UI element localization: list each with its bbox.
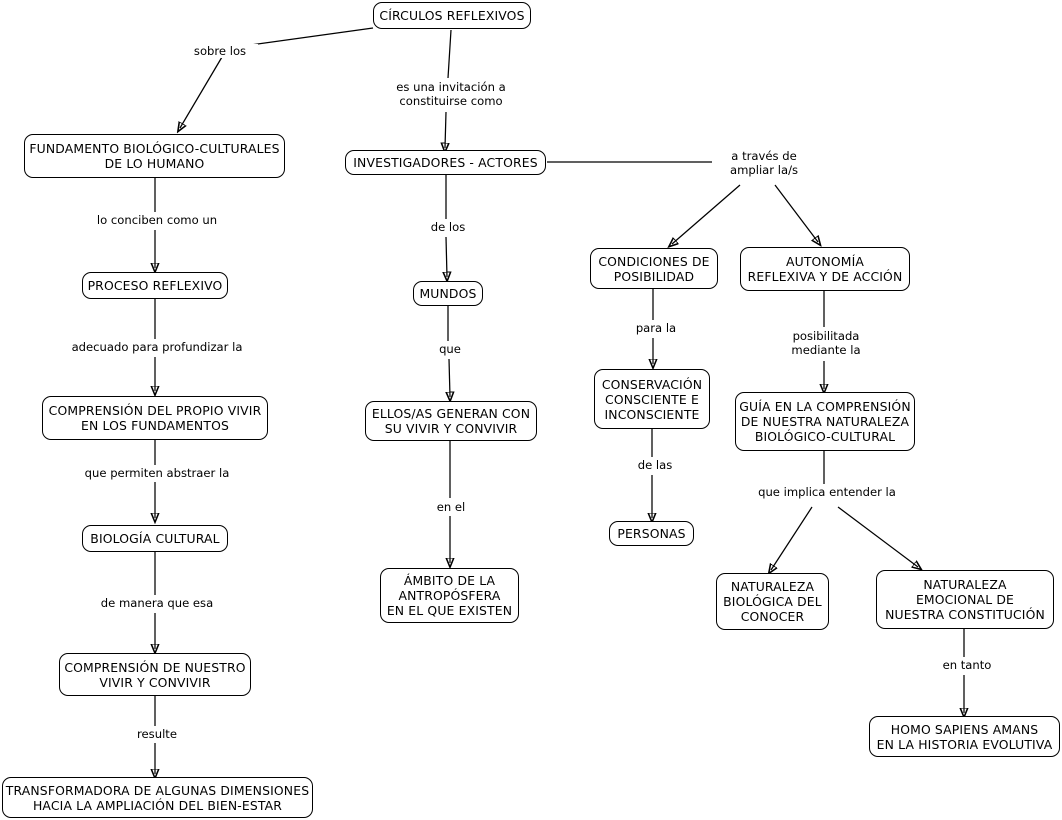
node-investigadores-actores[interactable]: INVESTIGADORES - ACTORES — [345, 150, 546, 175]
node-personas[interactable]: PERSONAS — [609, 521, 694, 546]
node-comprension-de-nuestro-vivir[interactable]: COMPRENSIÓN DE NUESTRO VIVIR Y CONVIVIR — [59, 653, 251, 696]
link-label-es-una-invitacion: es una invitación a constituirse como — [375, 80, 527, 108]
node-condiciones-de-posibilidad[interactable]: CONDICIONES DE POSIBILIDAD — [590, 248, 718, 289]
node-mundos[interactable]: MUNDOS — [413, 281, 483, 306]
link-label-que-permiten-abstraer: que permiten abstraer la — [73, 466, 241, 480]
link-label-de-manera-que-esa: de manera que esa — [90, 596, 224, 610]
link-label-que: que — [425, 342, 475, 356]
node-conservacion-consciente-inconsciente[interactable]: CONSERVACIÓN CONSCIENTE E INCONSCIENTE — [594, 369, 710, 429]
node-guia-en-la-comprension[interactable]: GUÍA EN LA COMPRENSIÓN DE NUESTRA NATURA… — [735, 392, 915, 451]
link-label-de-los: de los — [416, 220, 480, 234]
link-label-para-la: para la — [626, 321, 686, 335]
node-naturaleza-biologica-del-conocer[interactable]: NATURALEZA BIOLÓGICA DEL CONOCER — [716, 573, 829, 630]
node-homo-sapiens-amans[interactable]: HOMO SAPIENS AMANS EN LA HISTORIA EVOLUT… — [869, 716, 1060, 757]
link-label-lo-conciben-como-un: lo conciben como un — [78, 213, 236, 227]
link-label-sobre-los: sobre los — [182, 44, 258, 58]
node-ellos-as-generan[interactable]: ELLOS/AS GENERAN CON SU VIVIR Y CONVIVIR — [365, 401, 537, 441]
link-label-en-el: en el — [424, 500, 478, 514]
link-label-resulte: resulte — [125, 727, 189, 741]
link-label-a-traves-de-ampliar: a través de ampliar la/s — [712, 149, 816, 177]
node-biologia-cultural[interactable]: BIOLOGÍA CULTURAL — [82, 525, 228, 552]
node-comprension-del-propio-vivir[interactable]: COMPRENSIÓN DEL PROPIO VIVIR EN LOS FUND… — [42, 396, 268, 440]
node-autonomia-reflexiva[interactable]: AUTONOMÍA REFLEXIVA Y DE ACCIÓN — [740, 247, 910, 291]
node-fundamento-biologico-culturales[interactable]: FUNDAMENTO BIOLÓGICO-CULTURALES DE LO HU… — [24, 134, 285, 178]
link-label-en-tanto: en tanto — [935, 658, 999, 672]
link-label-de-las: de las — [625, 458, 685, 472]
link-label-adecuado-para-profundizar: adecuado para profundizar la — [56, 340, 258, 354]
node-naturaleza-emocional[interactable]: NATURALEZA EMOCIONAL DE NUESTRA CONSTITU… — [876, 570, 1054, 629]
link-label-posibilitada-mediante: posibilitada mediante la — [775, 329, 877, 357]
node-circulos-reflexivos[interactable]: CÍRCULOS REFLEXIVOS — [373, 2, 531, 29]
link-label-que-implica-entender: que implica entender la — [750, 485, 904, 499]
node-proceso-reflexivo[interactable]: PROCESO REFLEXIVO — [82, 272, 228, 299]
node-transformadora-dimensiones[interactable]: TRANSFORMADORA DE ALGUNAS DIMENSIONES HA… — [2, 777, 313, 818]
node-ambito-antroposfera[interactable]: ÁMBITO DE LA ANTROPÓSFERA EN EL QUE EXIS… — [380, 568, 519, 623]
